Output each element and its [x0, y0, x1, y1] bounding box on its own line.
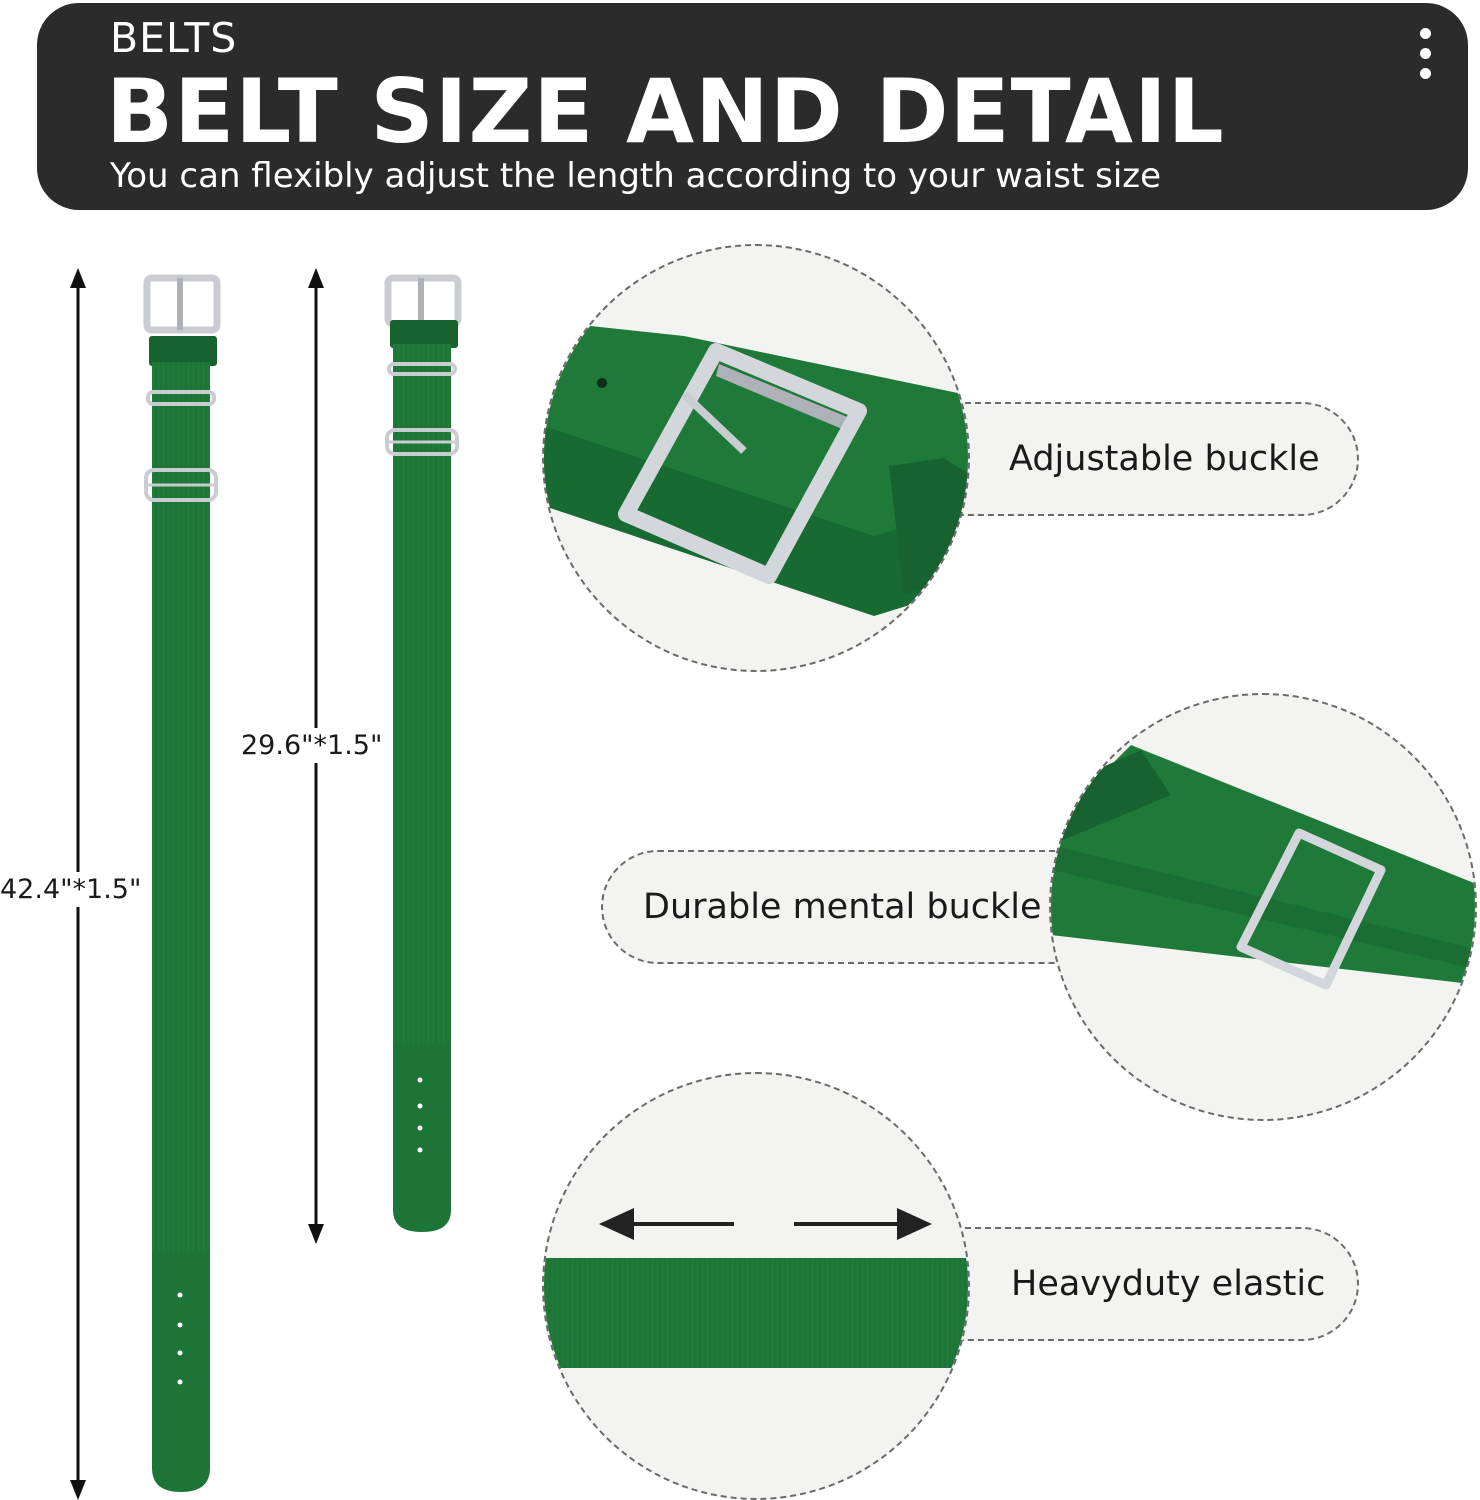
- buckle-closeup-circle: [542, 244, 970, 672]
- feature-label: Heavyduty elastic: [1011, 1264, 1326, 1304]
- short-belt-image: [384, 274, 462, 1232]
- feature-pill-adjustable-buckle: Adjustable buckle: [945, 402, 1359, 516]
- kebab-menu-icon[interactable]: [1412, 26, 1440, 82]
- feature-label: Adjustable buckle: [1009, 439, 1320, 479]
- buckle-closeup-icon: [544, 321, 968, 616]
- short-belt-size-label: 29.6"*1.5": [241, 728, 383, 763]
- header-eyebrow: BELTS: [110, 14, 238, 62]
- page-title: BELT SIZE AND DETAIL: [106, 60, 1225, 163]
- elastic-closeup-circle: [542, 1072, 970, 1500]
- long-belt-size-label: 42.4"*1.5": [0, 872, 142, 907]
- page-subtitle: You can flexibly adjust the length accor…: [110, 156, 1162, 196]
- long-belt-image: [143, 274, 221, 1492]
- feature-pill-metal-buckle: Durable mental buckle: [601, 850, 1071, 964]
- feature-pill-elastic: Heavyduty elastic: [945, 1227, 1359, 1341]
- slider-closeup-circle: [1049, 693, 1477, 1121]
- elastic-stretch-icon: [544, 1208, 968, 1368]
- feature-label: Durable mental buckle: [643, 887, 1042, 927]
- header-banner: [37, 3, 1468, 210]
- slider-closeup-icon: [1051, 745, 1475, 990]
